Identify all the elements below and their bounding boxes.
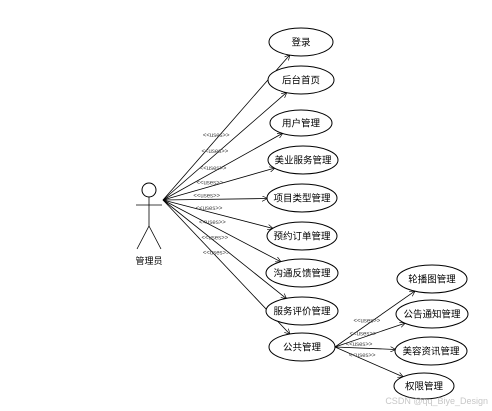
use-case-label: 沟通反馈管理 — [273, 268, 331, 280]
use-case-ellipse[interactable] — [395, 299, 469, 329]
use-case-label: 项目类型管理 — [273, 193, 331, 205]
booking-order-mgmt-association — [162, 199, 273, 228]
use-case-ellipse[interactable] — [266, 183, 338, 213]
beauty-news-mgmt-uses-label: <<uses>> — [346, 342, 373, 348]
actor-figure — [136, 182, 162, 250]
use-case-label: 美容资讯管理 — [402, 346, 460, 358]
use-case-notice-mgmt[interactable]: 公告通知管理 — [395, 299, 469, 329]
use-case-label: 公共管理 — [283, 342, 322, 354]
backend-home-association — [162, 93, 287, 201]
use-case-beauty-news-mgmt[interactable]: 美容资讯管理 — [394, 336, 468, 366]
booking-order-mgmt-uses-label: <<uses>> — [196, 206, 223, 212]
feedback-mgmt-association — [162, 199, 281, 262]
carousel-mgmt-association — [334, 291, 415, 348]
use-case-label: 登录 — [291, 38, 311, 49]
permission-mgmt-association — [334, 346, 403, 377]
public-mgmt-uses-label: <<uses>> — [203, 250, 230, 256]
carousel-mgmt-uses-label: <<uses>> — [354, 319, 381, 325]
use-case-ellipse[interactable] — [394, 336, 468, 366]
use-case-login[interactable]: 登录 — [268, 27, 334, 57]
use-case-carousel-mgmt[interactable]: 轮播图管理 — [396, 264, 468, 294]
use-case-booking-order-mgmt[interactable]: 预约订单管理 — [266, 221, 338, 251]
use-case-ellipse[interactable] — [267, 145, 339, 175]
use-case-ellipse[interactable] — [269, 109, 333, 137]
project-type-mgmt-association — [162, 199, 267, 201]
use-case-label: 服务评价管理 — [273, 306, 331, 318]
use-case-project-type-mgmt[interactable]: 项目类型管理 — [266, 183, 338, 213]
use-case-public-mgmt[interactable]: 公共管理 — [268, 332, 336, 362]
beauty-service-mgmt-uses-label: <<uses>> — [196, 181, 223, 187]
login-uses-label: <<uses>> — [203, 133, 230, 139]
service-review-mgmt-association — [162, 199, 286, 298]
use-case-user-mgmt[interactable]: 用户管理 — [269, 109, 333, 137]
use-case-ellipse[interactable] — [268, 332, 336, 362]
beauty-news-mgmt-association — [334, 347, 395, 350]
project-type-mgmt-uses-label: <<uses>> — [193, 193, 220, 199]
use-case-ellipse[interactable] — [266, 221, 338, 251]
use-case-label: 轮播图管理 — [408, 274, 456, 286]
use-case-label: 预约订单管理 — [273, 231, 331, 243]
feedback-mgmt-uses-label: <<uses>> — [199, 220, 226, 226]
backend-home-uses-label: <<uses>> — [202, 149, 229, 155]
use-case-permission-mgmt[interactable]: 权限管理 — [393, 372, 455, 400]
use-case-ellipse[interactable] — [265, 258, 339, 288]
use-case-service-review-mgmt[interactable]: 服务评价管理 — [265, 296, 339, 326]
use-case-beauty-service-mgmt[interactable]: 美业服务管理 — [267, 145, 339, 175]
use-case-label: 公告通知管理 — [403, 309, 461, 321]
use-case-ellipse[interactable] — [268, 27, 334, 57]
use-case-ellipse[interactable] — [265, 296, 339, 326]
use-case-label: 后台首页 — [282, 75, 320, 87]
notice-mgmt-uses-label: <<uses>> — [350, 332, 377, 338]
use-case-feedback-mgmt[interactable]: 沟通反馈管理 — [265, 258, 339, 288]
user-mgmt-uses-label: <<uses>> — [200, 166, 227, 172]
user-mgmt-association — [162, 133, 282, 201]
service-review-mgmt-uses-label: <<uses>> — [201, 235, 228, 241]
use-case-label: 权限管理 — [405, 381, 444, 393]
use-case-ellipse[interactable] — [267, 65, 335, 95]
watermark: CSDN @qq_Biye_Design — [385, 396, 488, 406]
actor-label: 管理员 — [135, 255, 162, 267]
use-case-backend-home[interactable]: 后台首页 — [267, 65, 335, 95]
use-case-ellipse[interactable] — [393, 372, 455, 400]
use-case-ellipse[interactable] — [396, 264, 468, 294]
beauty-service-mgmt-association — [162, 168, 275, 201]
permission-mgmt-uses-label: <<uses>> — [349, 353, 376, 359]
notice-mgmt-association — [334, 323, 405, 348]
use-case-label: 用户管理 — [282, 118, 321, 130]
use-case-label: 美业服务管理 — [274, 155, 332, 167]
